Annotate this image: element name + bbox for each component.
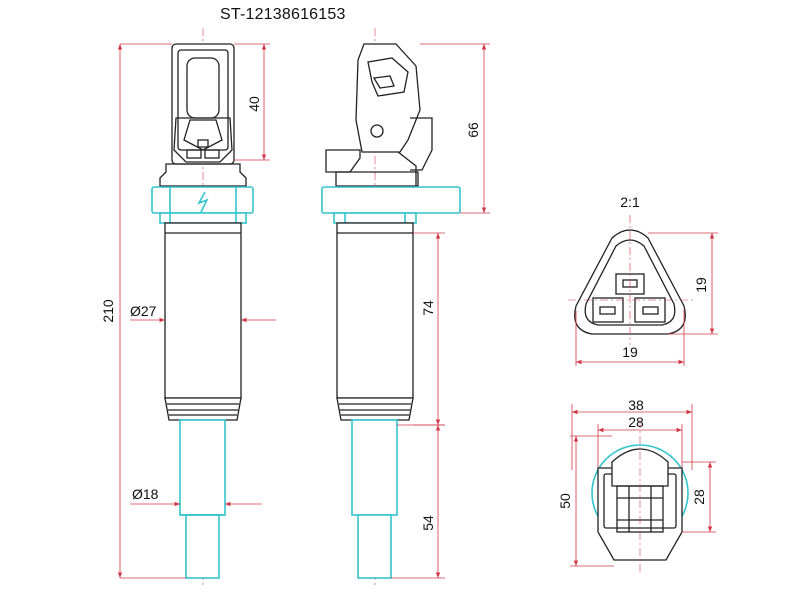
side-coil-body — [336, 222, 414, 399]
side-connector-housing — [355, 43, 421, 153]
dim-top-inner-width: 28 — [628, 414, 644, 430]
top-view-latch — [611, 448, 669, 487]
main-dimensions: 210 40 66 Ø27 74 Ø18 54 — [100, 43, 490, 579]
drawing-title: ST-12138616153 — [220, 6, 346, 23]
dim-overall-length: 210 — [100, 299, 116, 323]
dim-side-head-height: 66 — [465, 122, 481, 138]
side-flange-ring — [333, 212, 417, 224]
side-clip — [325, 149, 361, 173]
side-flange — [321, 186, 461, 214]
front-boot-tip — [179, 419, 226, 516]
side-boot-tip — [351, 419, 398, 516]
dim-connector-height: 40 — [246, 96, 262, 112]
dim-top-height: 50 — [557, 493, 573, 509]
front-connector-housing — [171, 43, 235, 165]
dim-body-diameter: Ø27 — [130, 303, 157, 319]
dim-tip-length: 54 — [420, 515, 436, 531]
dim-top-inner-height: 28 — [691, 489, 707, 505]
side-boot-end — [357, 514, 392, 579]
dim-body-length: 74 — [420, 300, 436, 316]
front-connector-pins — [183, 119, 223, 151]
side-connector-hole — [370, 124, 384, 138]
connector-pin-right — [634, 297, 666, 323]
connector-scale-label: 2:1 — [620, 194, 640, 210]
connector-pin-left — [592, 297, 624, 323]
dim-connector-height-detail: 19 — [693, 277, 709, 293]
front-boot-end — [185, 514, 220, 579]
front-coil-body — [164, 222, 242, 399]
side-view — [321, 28, 461, 585]
dim-top-outer-width: 38 — [628, 397, 644, 413]
connector-detail: 2:1 19 19 — [568, 194, 718, 366]
dim-tip-diameter: Ø18 — [132, 486, 159, 502]
front-view — [151, 28, 254, 585]
top-view: 38 28 50 28 — [557, 397, 716, 575]
dim-connector-width: 19 — [622, 344, 638, 360]
front-flange-ring — [159, 212, 247, 224]
